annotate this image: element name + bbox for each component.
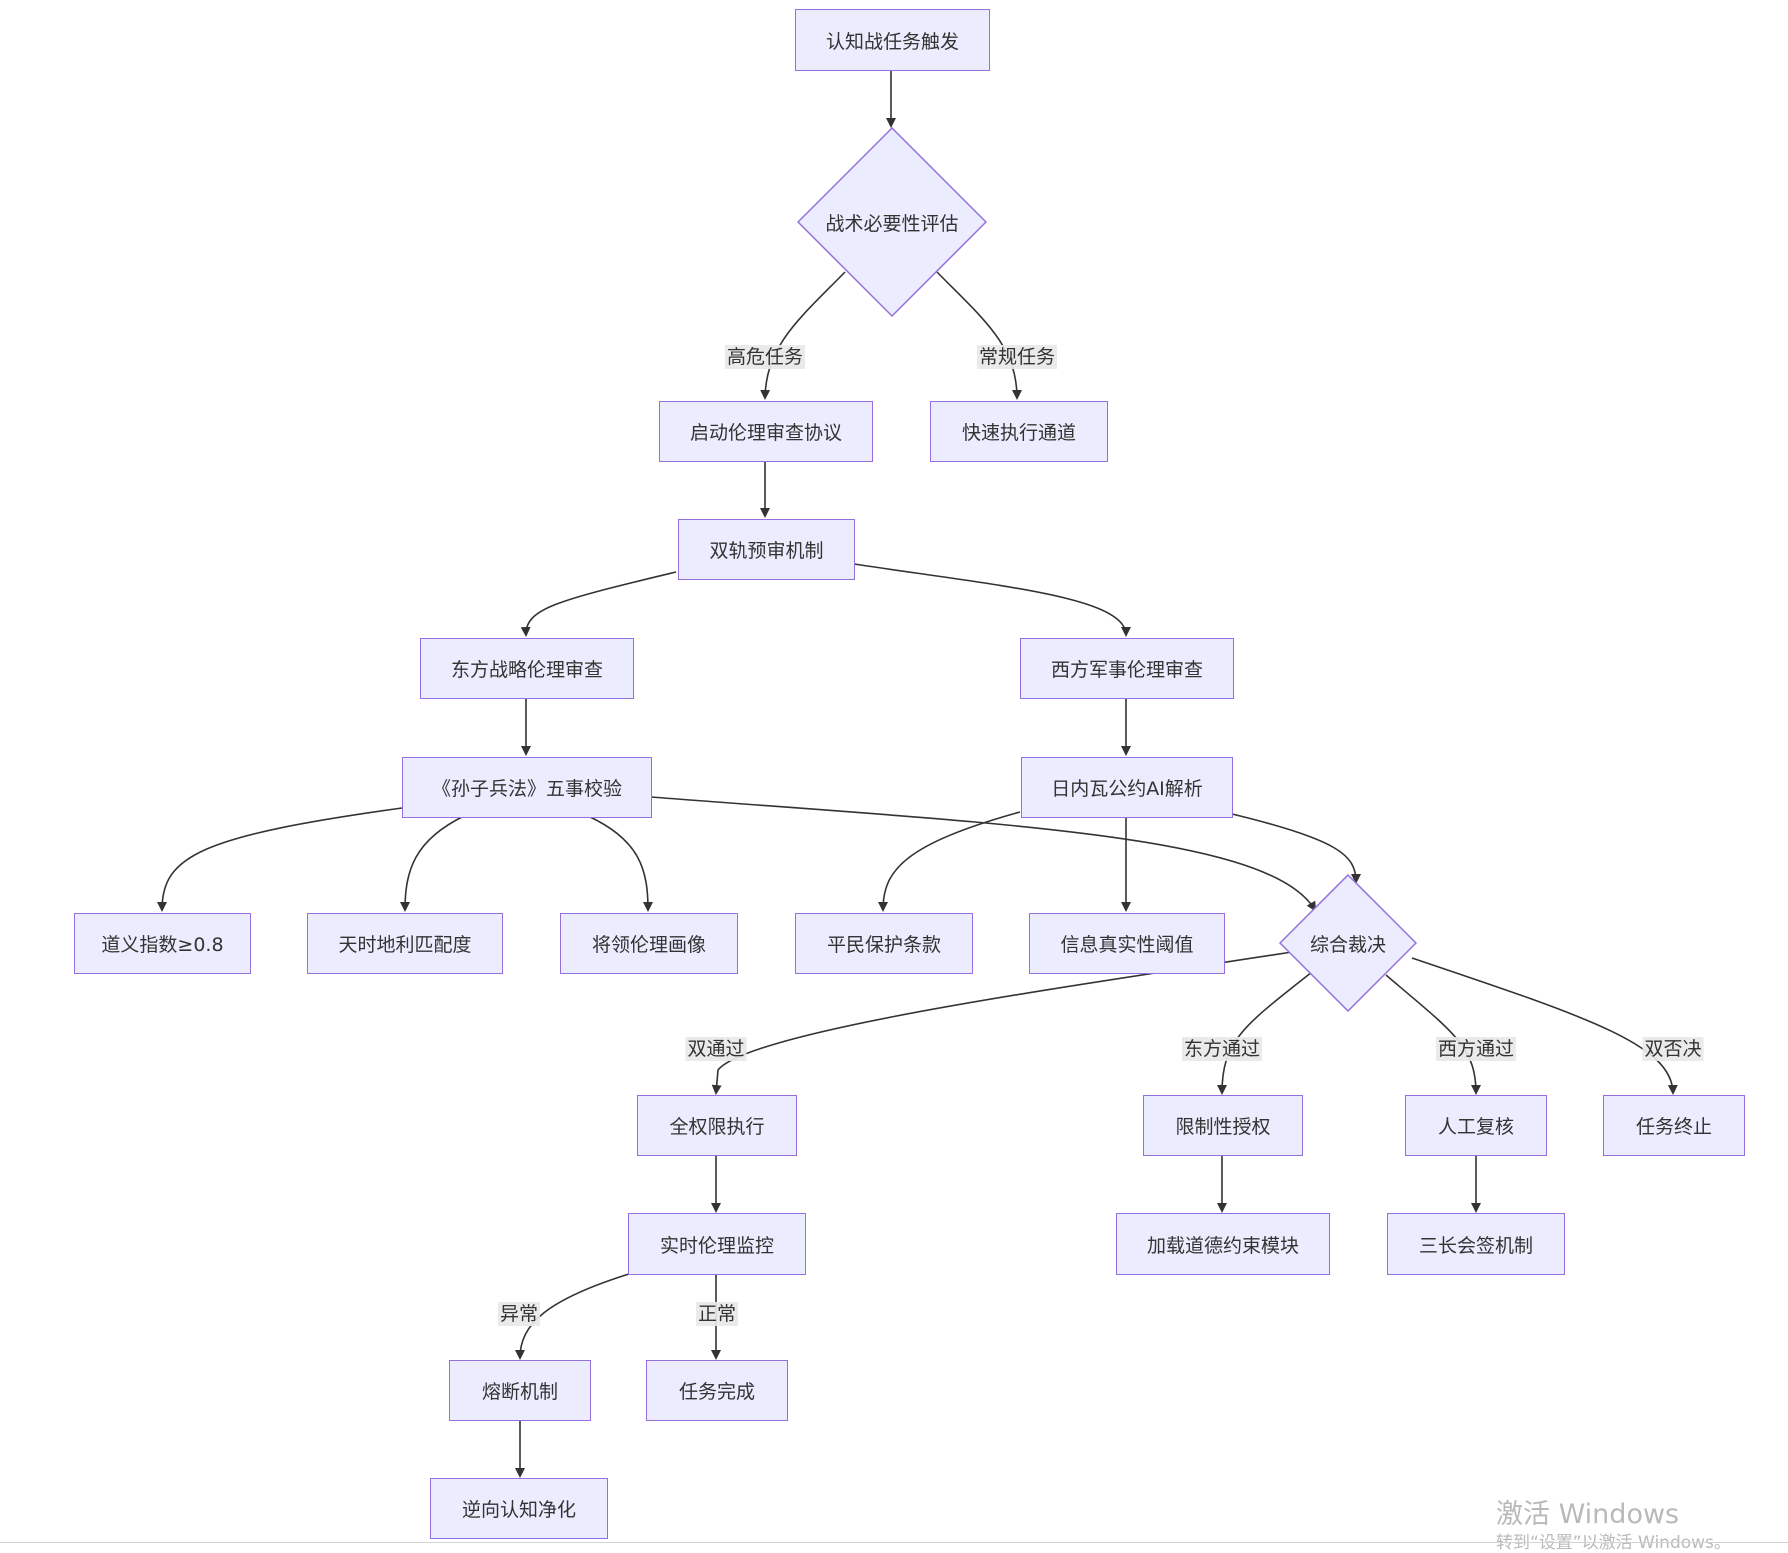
edge-verdict-review [1385, 974, 1481, 1095]
diamond-shape [1279, 874, 1417, 1012]
node-west-review: 西方军事伦理审查 [1020, 638, 1234, 699]
node-task-done: 任务完成 [646, 1360, 788, 1421]
edge-label-routine: 常规任务 [976, 345, 1058, 369]
bottom-divider [0, 1542, 1788, 1543]
edge-sunzi-justice [157, 807, 403, 912]
edge-sunzi-tianshi [400, 815, 465, 912]
activation-watermark-title: 激活 Windows [1496, 1499, 1680, 1530]
node-civilian-clause: 平民保护条款 [795, 913, 973, 974]
node-east-review: 东方战略伦理审查 [420, 638, 634, 699]
decision-tactical-assessment: 战术必要性评估 [797, 127, 987, 317]
node-full-exec: 全权限执行 [637, 1095, 797, 1156]
edge-verdict-limited [1217, 971, 1313, 1095]
node-manual-review: 人工复核 [1405, 1095, 1547, 1156]
activation-watermark-subtitle: 转到“设置”以激活 Windows。 [1496, 1533, 1731, 1553]
diamond-shape [797, 127, 987, 317]
node-dual-review: 双轨预审机制 [678, 519, 855, 580]
edge-label-abnormal: 异常 [497, 1302, 541, 1326]
edge-label-normal: 正常 [695, 1302, 739, 1326]
edge-monitor-fuse [515, 1272, 633, 1360]
node-fuse: 熔断机制 [449, 1360, 591, 1421]
node-sunzi-check: 《孙子兵法》五事校验 [402, 757, 652, 818]
node-justice-index: 道义指数≥0.8 [74, 913, 251, 974]
edge-verdict-terminate [1411, 957, 1678, 1095]
node-geneva-ai: 日内瓦公约AI解析 [1021, 757, 1233, 818]
edge-assess-fast [936, 271, 1022, 400]
node-realtime-monitor: 实时伦理监控 [628, 1213, 806, 1275]
edge-assess-ethics [760, 271, 846, 400]
node-reverse-cleanse: 逆向认知净化 [430, 1478, 608, 1539]
node-terminate: 任务终止 [1603, 1095, 1745, 1156]
node-fast-track: 快速执行通道 [930, 401, 1108, 462]
edge-dual-west [853, 563, 1131, 637]
decision-label: 综合裁决 [1309, 933, 1386, 956]
edge-geneva-verdict [1231, 813, 1361, 884]
edge-label-high-risk: 高危任务 [724, 345, 806, 369]
decision-label: 战术必要性评估 [825, 212, 959, 235]
edge-label-east-pass: 东方通过 [1181, 1037, 1263, 1061]
decision-final-verdict: 综合裁决 [1279, 874, 1417, 1012]
node-trigger: 认知战任务触发 [795, 9, 990, 71]
edge-label-both-veto: 双否决 [1642, 1037, 1704, 1061]
node-limited-auth: 限制性授权 [1143, 1095, 1303, 1156]
node-truth-threshold: 信息真实性阈值 [1029, 913, 1225, 974]
edge-label-west-pass: 西方通过 [1435, 1037, 1517, 1061]
node-general-profile: 将领伦理画像 [560, 913, 738, 974]
edge-dual-east [520, 571, 677, 637]
node-ethics-start: 启动伦理审查协议 [659, 401, 873, 462]
edge-label-both-pass: 双通过 [685, 1037, 747, 1061]
edge-sunzi-verdict [650, 796, 1317, 912]
node-moral-module: 加载道德约束模块 [1116, 1213, 1330, 1275]
node-cosign: 三长会签机制 [1387, 1213, 1565, 1275]
edge-sunzi-general [587, 815, 653, 912]
node-tianshi-match: 天时地利匹配度 [307, 913, 503, 974]
edge-geneva-civilian [878, 811, 1021, 912]
